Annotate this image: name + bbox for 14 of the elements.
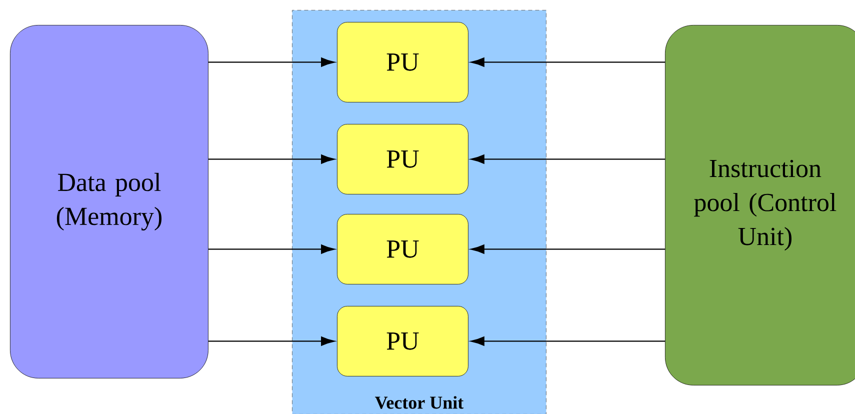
arrow: [208, 154, 335, 164]
arrow: [208, 58, 335, 67]
arrow: [470, 336, 665, 346]
arrow: [470, 154, 665, 164]
processing-unit-box: PU: [337, 214, 468, 284]
pool-box: Instruction pool (Control Unit): [665, 25, 855, 386]
arrow: [470, 244, 665, 254]
processing-unit-box: PU: [337, 124, 468, 194]
arrow: [470, 58, 665, 67]
processing-unit-box: PU: [337, 306, 468, 376]
processing-unit-box: PU: [337, 22, 468, 102]
pool-box: Data pool (Memory): [10, 25, 208, 378]
arrow: [208, 244, 335, 254]
arrow: [208, 336, 335, 346]
